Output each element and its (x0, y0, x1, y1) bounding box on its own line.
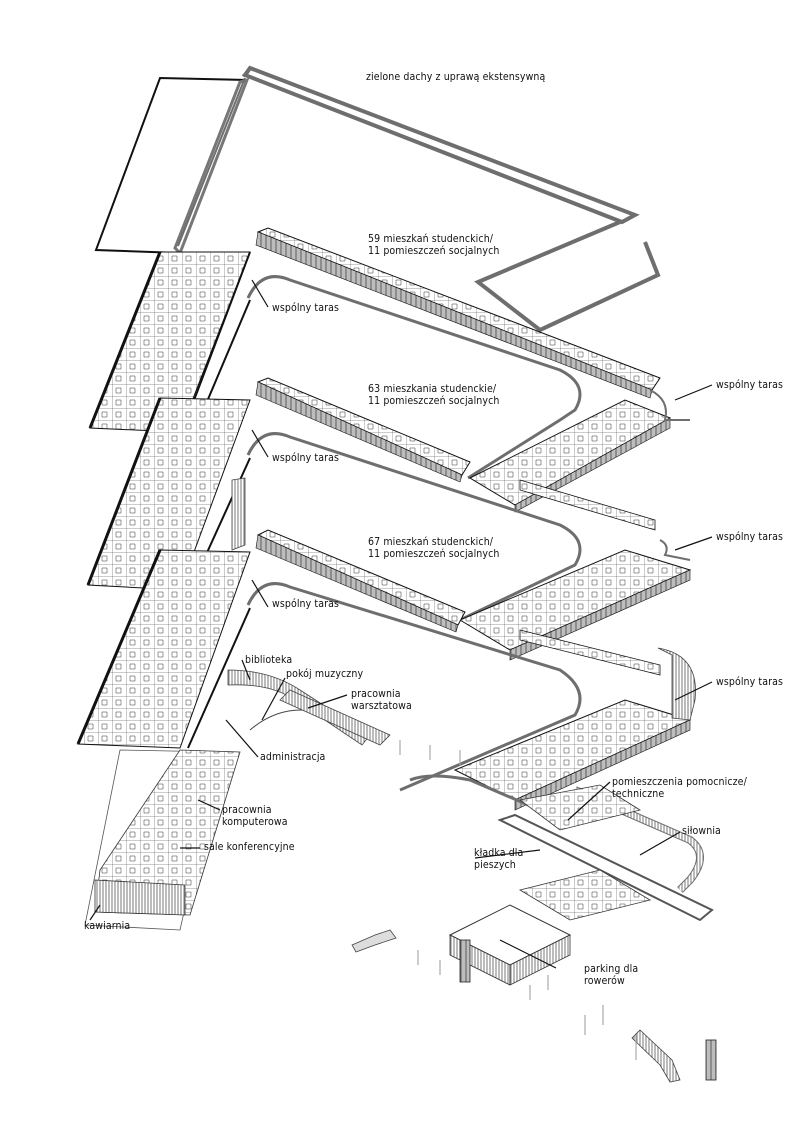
floor3-terrace-curve (246, 275, 582, 480)
roof-slab-small (474, 220, 661, 333)
leader-lines (89, 279, 713, 969)
label-pracownia-komputerowa: pracownia komputerowa (222, 804, 288, 828)
label-floor2-terrace-right: wspólny taras (716, 531, 784, 543)
label-pokoj-muzyczny: pokój muzyczny (286, 668, 364, 680)
label-pracownia-warsztatowa-2: warsztatowa (351, 700, 412, 712)
label-floor3-line2: 11 pomieszczeń socjalnych (368, 245, 500, 257)
columns (399, 740, 637, 1060)
floor-1 (76, 529, 696, 811)
curved-screen-floor1 (657, 647, 696, 721)
technical-rooms (519, 784, 642, 831)
label-floor1-line2: 11 pomieszczeń socjalnych (368, 548, 500, 560)
label-green-roof: zielone dachy z uprawą ekstensywną (366, 71, 546, 83)
footbridge (497, 813, 714, 922)
label-floor1-terrace-left: wspólny taras (272, 598, 340, 610)
label-floor2-line2: 11 pomieszczeń socjalnych (368, 395, 500, 407)
floor2-terrace-curve (246, 432, 582, 622)
ground-terrace-path (409, 774, 541, 812)
ramp-piece (351, 929, 397, 953)
ground-level (84, 669, 717, 1083)
label-floor2-units: 63 mieszkania studenckie/ 11 pomieszczeń… (368, 383, 499, 407)
label-floor1-line1: 67 mieszkań studenckich/ (368, 536, 494, 548)
stair-flight (631, 1029, 681, 1083)
label-floor3-units: 59 mieszkań studenckich/ 11 pomieszczeń … (368, 233, 499, 257)
label-floor2-line1: 63 mieszkania studenckie/ (368, 383, 497, 395)
label-pomieszczenia-techniczne: pomieszczenia pomocnicze/ techniczne (612, 776, 747, 800)
roof-level (94, 65, 661, 333)
library-curve-wall (227, 669, 371, 746)
label-sale-konferencyjne: sale konferencyjne (204, 841, 295, 853)
label-pomieszczenia-2: techniczne (612, 788, 665, 800)
label-pracownia-warsztatowa-1: pracownia (351, 688, 401, 700)
label-parking-1: parking dla (584, 963, 639, 975)
stair-core-1 (459, 939, 471, 983)
workshop-block (279, 689, 391, 746)
label-kladka-2: pieszych (474, 859, 516, 871)
curved-screen-floor2 (231, 477, 246, 551)
floor3-cross-wing (468, 399, 672, 506)
label-silownia: siłownia (682, 825, 721, 837)
label-floor3-terrace-left: wspólny taras (272, 302, 340, 314)
label-pracownia-komputerowa-2: komputerowa (222, 816, 288, 828)
label-kladka-1: kładka dla (474, 847, 524, 859)
label-parking-rowerow: parking dla rowerów (584, 963, 638, 987)
label-biblioteka: biblioteka (245, 654, 293, 666)
roof-slab-main (241, 65, 640, 225)
floor1-terrace-curve (246, 582, 582, 792)
floor-3 (88, 227, 690, 513)
roof-slab-left (94, 76, 249, 255)
label-parking-2: rowerów (584, 975, 625, 987)
label-pracownia-komputerowa-1: pracownia (222, 804, 272, 816)
label-floor2-terrace-left: wspólny taras (272, 452, 340, 464)
label-floor3-line1: 59 mieszkań studenckich/ (368, 233, 494, 245)
label-floor1-terrace-right: wspólny taras (716, 676, 784, 688)
label-floor1-units: 67 mieszkań studenckich/ 11 pomieszczeń … (368, 536, 499, 560)
label-pracownia-warsztatowa: pracownia warsztatowa (351, 688, 412, 712)
label-pomieszczenia-1: pomieszczenia pomocnicze/ (612, 776, 747, 788)
label-kladka: kładka dla pieszych (474, 847, 523, 871)
stair-core-2 (705, 1039, 717, 1081)
label-administracja: administracja (260, 751, 326, 763)
floor-2 (86, 377, 692, 661)
label-kawiarnia: kawiarnia (84, 920, 131, 932)
label-floor3-terrace-right: wspólny taras (716, 379, 784, 391)
